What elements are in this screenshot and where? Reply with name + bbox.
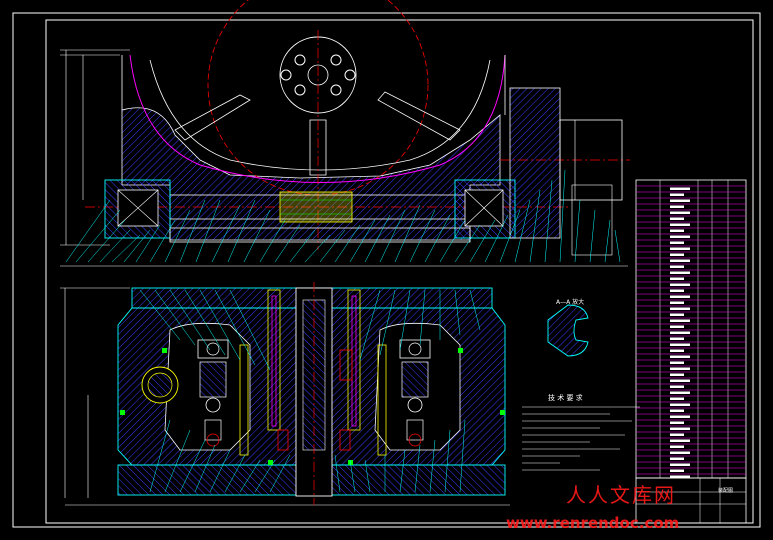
table-cell-text xyxy=(670,337,684,340)
table-cell-text xyxy=(670,367,690,370)
table-cell-text xyxy=(670,301,684,304)
table-cell-text xyxy=(670,385,684,388)
technical-requirements-title: 技 术 要 求 xyxy=(548,394,583,402)
table-cell-text xyxy=(670,475,690,478)
table-cell-text xyxy=(670,313,684,316)
table-cell-text xyxy=(670,463,690,466)
table-cell-text xyxy=(670,397,684,400)
section-detail-aa xyxy=(547,304,589,357)
table-cell-text xyxy=(670,247,690,250)
table-cell-text xyxy=(670,193,684,196)
table-cell-text xyxy=(670,391,690,394)
table-cell-text xyxy=(670,439,690,442)
table-cell-text xyxy=(670,451,690,454)
table-cell-text xyxy=(670,211,690,214)
table-cell-text xyxy=(670,343,690,346)
table-cell-text xyxy=(670,355,690,358)
table-cell-text xyxy=(670,187,690,190)
table-cell-text xyxy=(670,403,690,406)
technical-requirements-text xyxy=(522,406,640,471)
title-block-label: 装配图 xyxy=(718,488,734,494)
table-cell-text xyxy=(670,331,690,334)
watermark-text: 人人文库网 xyxy=(566,483,676,507)
table-cell-text xyxy=(670,445,684,448)
table-cell-text xyxy=(670,457,684,460)
table-cell-text xyxy=(670,469,684,472)
table-cell-text xyxy=(670,373,684,376)
top-view xyxy=(60,0,630,267)
section-view xyxy=(60,282,510,506)
table-cell-text xyxy=(670,253,684,256)
parts-list-table xyxy=(635,179,747,524)
table-cell-text xyxy=(670,295,690,298)
table-cell-text xyxy=(670,271,690,274)
table-cell-text xyxy=(670,235,690,238)
table-cell-text xyxy=(670,415,690,418)
table-cell-text xyxy=(670,217,684,220)
table-cell-text xyxy=(670,421,684,424)
table-cell-text xyxy=(670,265,684,268)
table-cell-text xyxy=(670,325,684,328)
table-cell-text xyxy=(670,361,684,364)
table-cell-text xyxy=(670,205,684,208)
table-cell-text xyxy=(670,223,690,226)
table-cell-text xyxy=(670,289,684,292)
table-cell-text xyxy=(670,277,684,280)
table-cell-text xyxy=(670,199,690,202)
table-cell-text xyxy=(670,283,690,286)
table-cell-text xyxy=(670,307,690,310)
table-cell-text xyxy=(670,379,690,382)
table-cell-text xyxy=(670,259,690,262)
watermark-url: www.renrendoc.com xyxy=(506,514,680,532)
inner-frame xyxy=(45,19,754,524)
table-cell-text xyxy=(670,319,690,322)
sheet-border xyxy=(12,12,761,528)
section-view-label: A—A 放大 xyxy=(556,299,585,306)
table-cell-text xyxy=(670,241,684,244)
table-cell-text xyxy=(670,229,684,232)
table-cell-text xyxy=(670,409,684,412)
table-cell-text xyxy=(670,349,684,352)
table-cell-text xyxy=(670,433,684,436)
table-cell-text xyxy=(670,427,690,430)
